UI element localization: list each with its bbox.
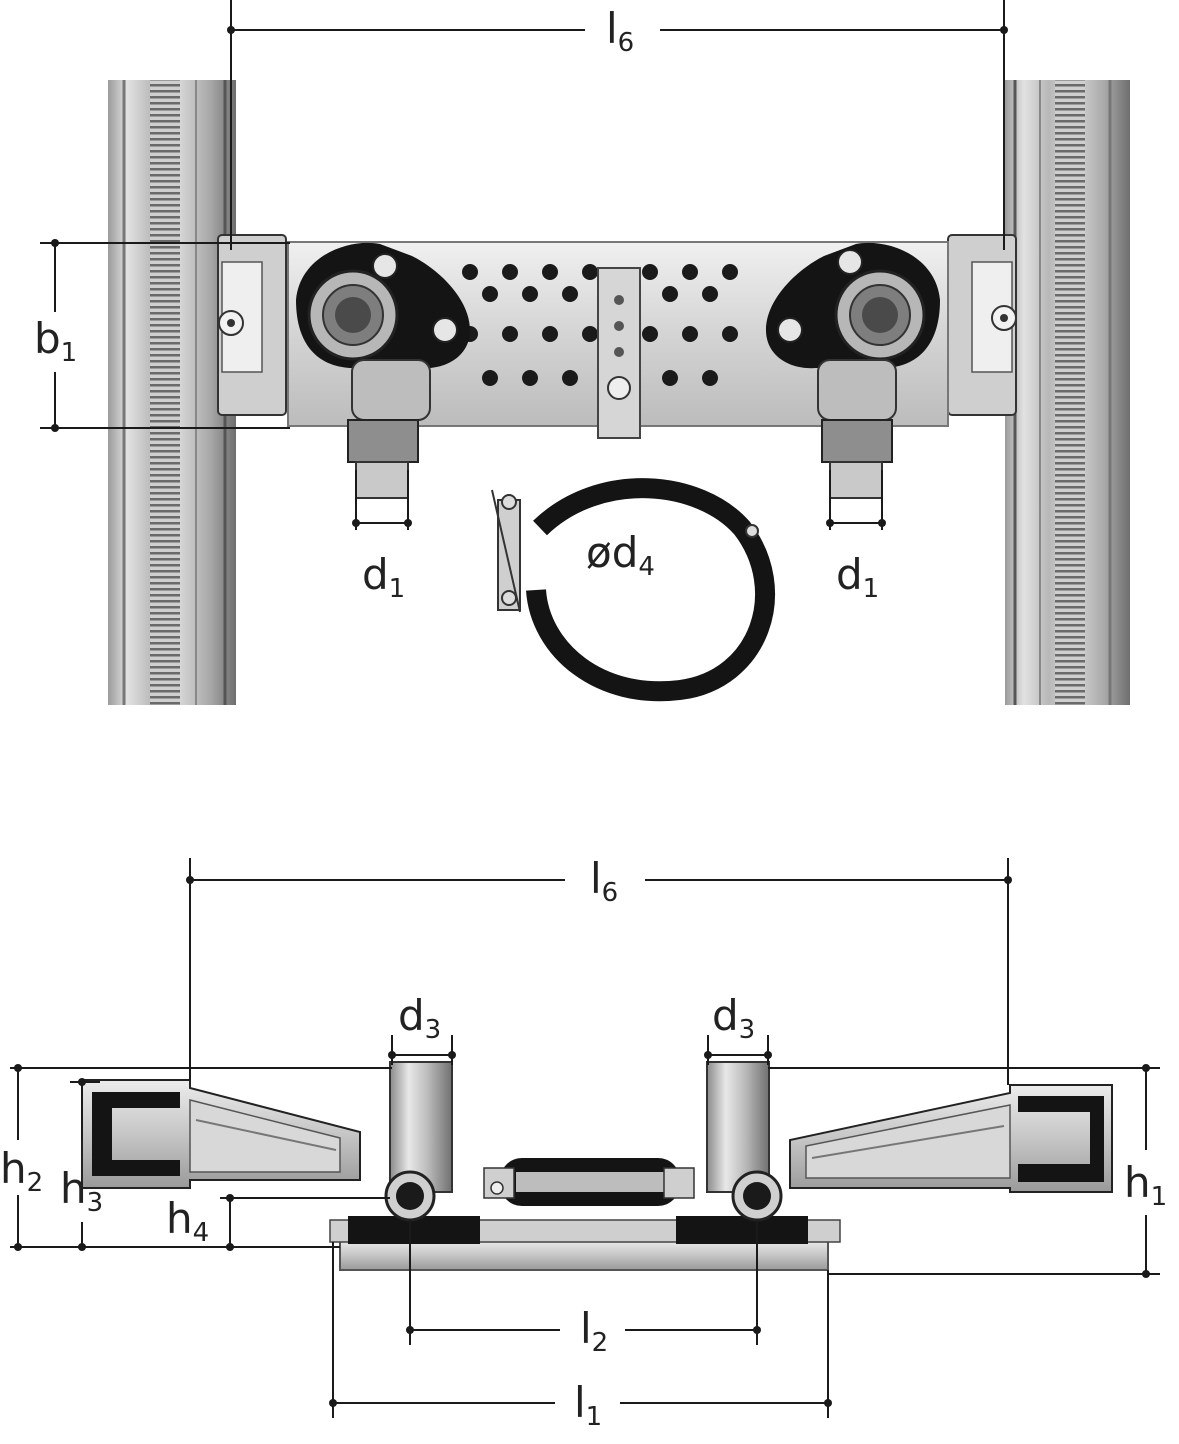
center-pipe-clamp bbox=[483, 1158, 695, 1206]
plate-hole bbox=[722, 326, 738, 342]
open-pipe-clamp bbox=[491, 478, 775, 702]
plate-hole bbox=[482, 370, 498, 386]
dim-label-d1-right: d1 bbox=[836, 550, 880, 604]
plate-hole bbox=[722, 264, 738, 280]
front-dimension-lines bbox=[40, 0, 1008, 530]
dim-label-h3: h3 bbox=[60, 1164, 104, 1218]
dim-label-h4: h4 bbox=[166, 1194, 210, 1248]
plate-hole bbox=[502, 326, 518, 342]
plate-hole bbox=[522, 370, 538, 386]
dim-label-h1: h1 bbox=[1124, 1158, 1168, 1212]
plate-hole bbox=[662, 370, 678, 386]
dim-label-b1: b1 bbox=[34, 314, 78, 368]
plate-hole bbox=[462, 264, 478, 280]
dim-label-d3-right: d3 bbox=[712, 991, 756, 1045]
plate-holes bbox=[462, 264, 738, 386]
right-mounting-rail bbox=[1005, 80, 1130, 705]
right-rail-profile bbox=[789, 1084, 1113, 1193]
left-mounting-rail bbox=[108, 80, 236, 705]
pipe-clamp-hanger bbox=[597, 267, 641, 439]
plate-hole bbox=[582, 264, 598, 280]
plate-hole bbox=[642, 326, 658, 342]
dim-label-d1-left: d1 bbox=[362, 550, 406, 604]
left-rail-profile bbox=[81, 1079, 361, 1189]
plate-hole bbox=[582, 326, 598, 342]
right-wall-elbow bbox=[766, 242, 940, 499]
right-rail-clamp bbox=[947, 234, 1017, 416]
dim-label-l2: l2 bbox=[580, 1304, 609, 1358]
dim-label-l6-top: l6 bbox=[590, 854, 619, 908]
dim-label-l6-front: l6 bbox=[606, 4, 635, 58]
plate-hole bbox=[642, 264, 658, 280]
plate-hole bbox=[542, 264, 558, 280]
top-dimension-lines bbox=[10, 858, 1160, 1418]
top-view bbox=[10, 858, 1160, 1418]
dim-label-d4: ød4 bbox=[586, 528, 655, 582]
plate-hole bbox=[502, 264, 518, 280]
plate-hole bbox=[522, 286, 538, 302]
dim-label-h2: h2 bbox=[0, 1144, 44, 1198]
plate-hole bbox=[702, 286, 718, 302]
plate-hole bbox=[542, 326, 558, 342]
left-rail-clamp bbox=[217, 234, 287, 416]
front-view bbox=[40, 0, 1130, 705]
right-mount-block bbox=[676, 1216, 808, 1244]
dim-label-d3-left: d3 bbox=[398, 991, 442, 1045]
plate-hole bbox=[562, 370, 578, 386]
plate-hole bbox=[562, 286, 578, 302]
dim-label-l1: l1 bbox=[574, 1378, 603, 1432]
plate-hole bbox=[482, 286, 498, 302]
plate-hole bbox=[682, 264, 698, 280]
plate-hole bbox=[702, 370, 718, 386]
plate-hole bbox=[682, 326, 698, 342]
left-wall-elbow bbox=[296, 242, 470, 499]
left-pipe bbox=[384, 1061, 453, 1222]
right-pipe bbox=[706, 1061, 783, 1222]
plate-hole bbox=[662, 286, 678, 302]
